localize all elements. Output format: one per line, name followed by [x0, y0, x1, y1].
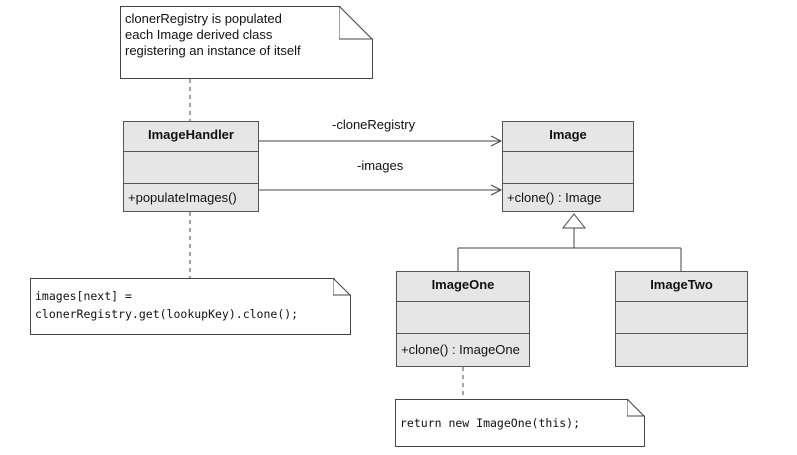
- class-operations: +clone() : Image: [507, 190, 602, 205]
- handler-code-text: images[next] = clonerRegistry.get(lookup…: [35, 289, 299, 321]
- registry-note-text: clonerRegistry is populated each Image d…: [125, 11, 301, 58]
- note-fold-corner: [334, 278, 351, 295]
- images-arrowhead: [490, 184, 503, 196]
- class-name: Image: [503, 122, 633, 152]
- clone-registry-arrowhead: [490, 135, 503, 147]
- note-fold-corner: [340, 6, 373, 39]
- note-fold-corner: [628, 399, 645, 416]
- class-image-handler[interactable]: ImageHandler +populateImages(): [123, 121, 259, 212]
- class-name: ImageTwo: [616, 272, 747, 302]
- class-operations: +populateImages(): [128, 190, 237, 205]
- handler-code-note: images[next] = clonerRegistry.get(lookup…: [30, 278, 351, 335]
- imageone-code-text: return new ImageOne(this);: [400, 416, 581, 430]
- generalization-triangle: [561, 213, 587, 229]
- class-attributes: [503, 152, 633, 184]
- images-label: -images: [357, 158, 404, 173]
- note-fold-icon: [333, 278, 351, 296]
- registry-note: clonerRegistry is populated each Image d…: [120, 6, 373, 79]
- imageone-code-note: return new ImageOne(this);: [395, 399, 645, 447]
- class-name: ImageHandler: [124, 122, 258, 152]
- class-name: ImageOne: [397, 272, 529, 302]
- note-fold-icon: [627, 399, 645, 417]
- class-attributes: [124, 152, 258, 184]
- class-image-one[interactable]: ImageOne +clone() : ImageOne: [396, 271, 530, 367]
- class-image-two[interactable]: ImageTwo: [615, 271, 748, 367]
- note-fold-icon: [339, 6, 373, 40]
- class-image[interactable]: Image +clone() : Image: [502, 121, 634, 212]
- class-operations: +clone() : ImageOne: [401, 342, 520, 357]
- class-attributes: [616, 302, 747, 334]
- clone-registry-label: -cloneRegistry: [332, 117, 416, 132]
- class-attributes: [397, 302, 529, 334]
